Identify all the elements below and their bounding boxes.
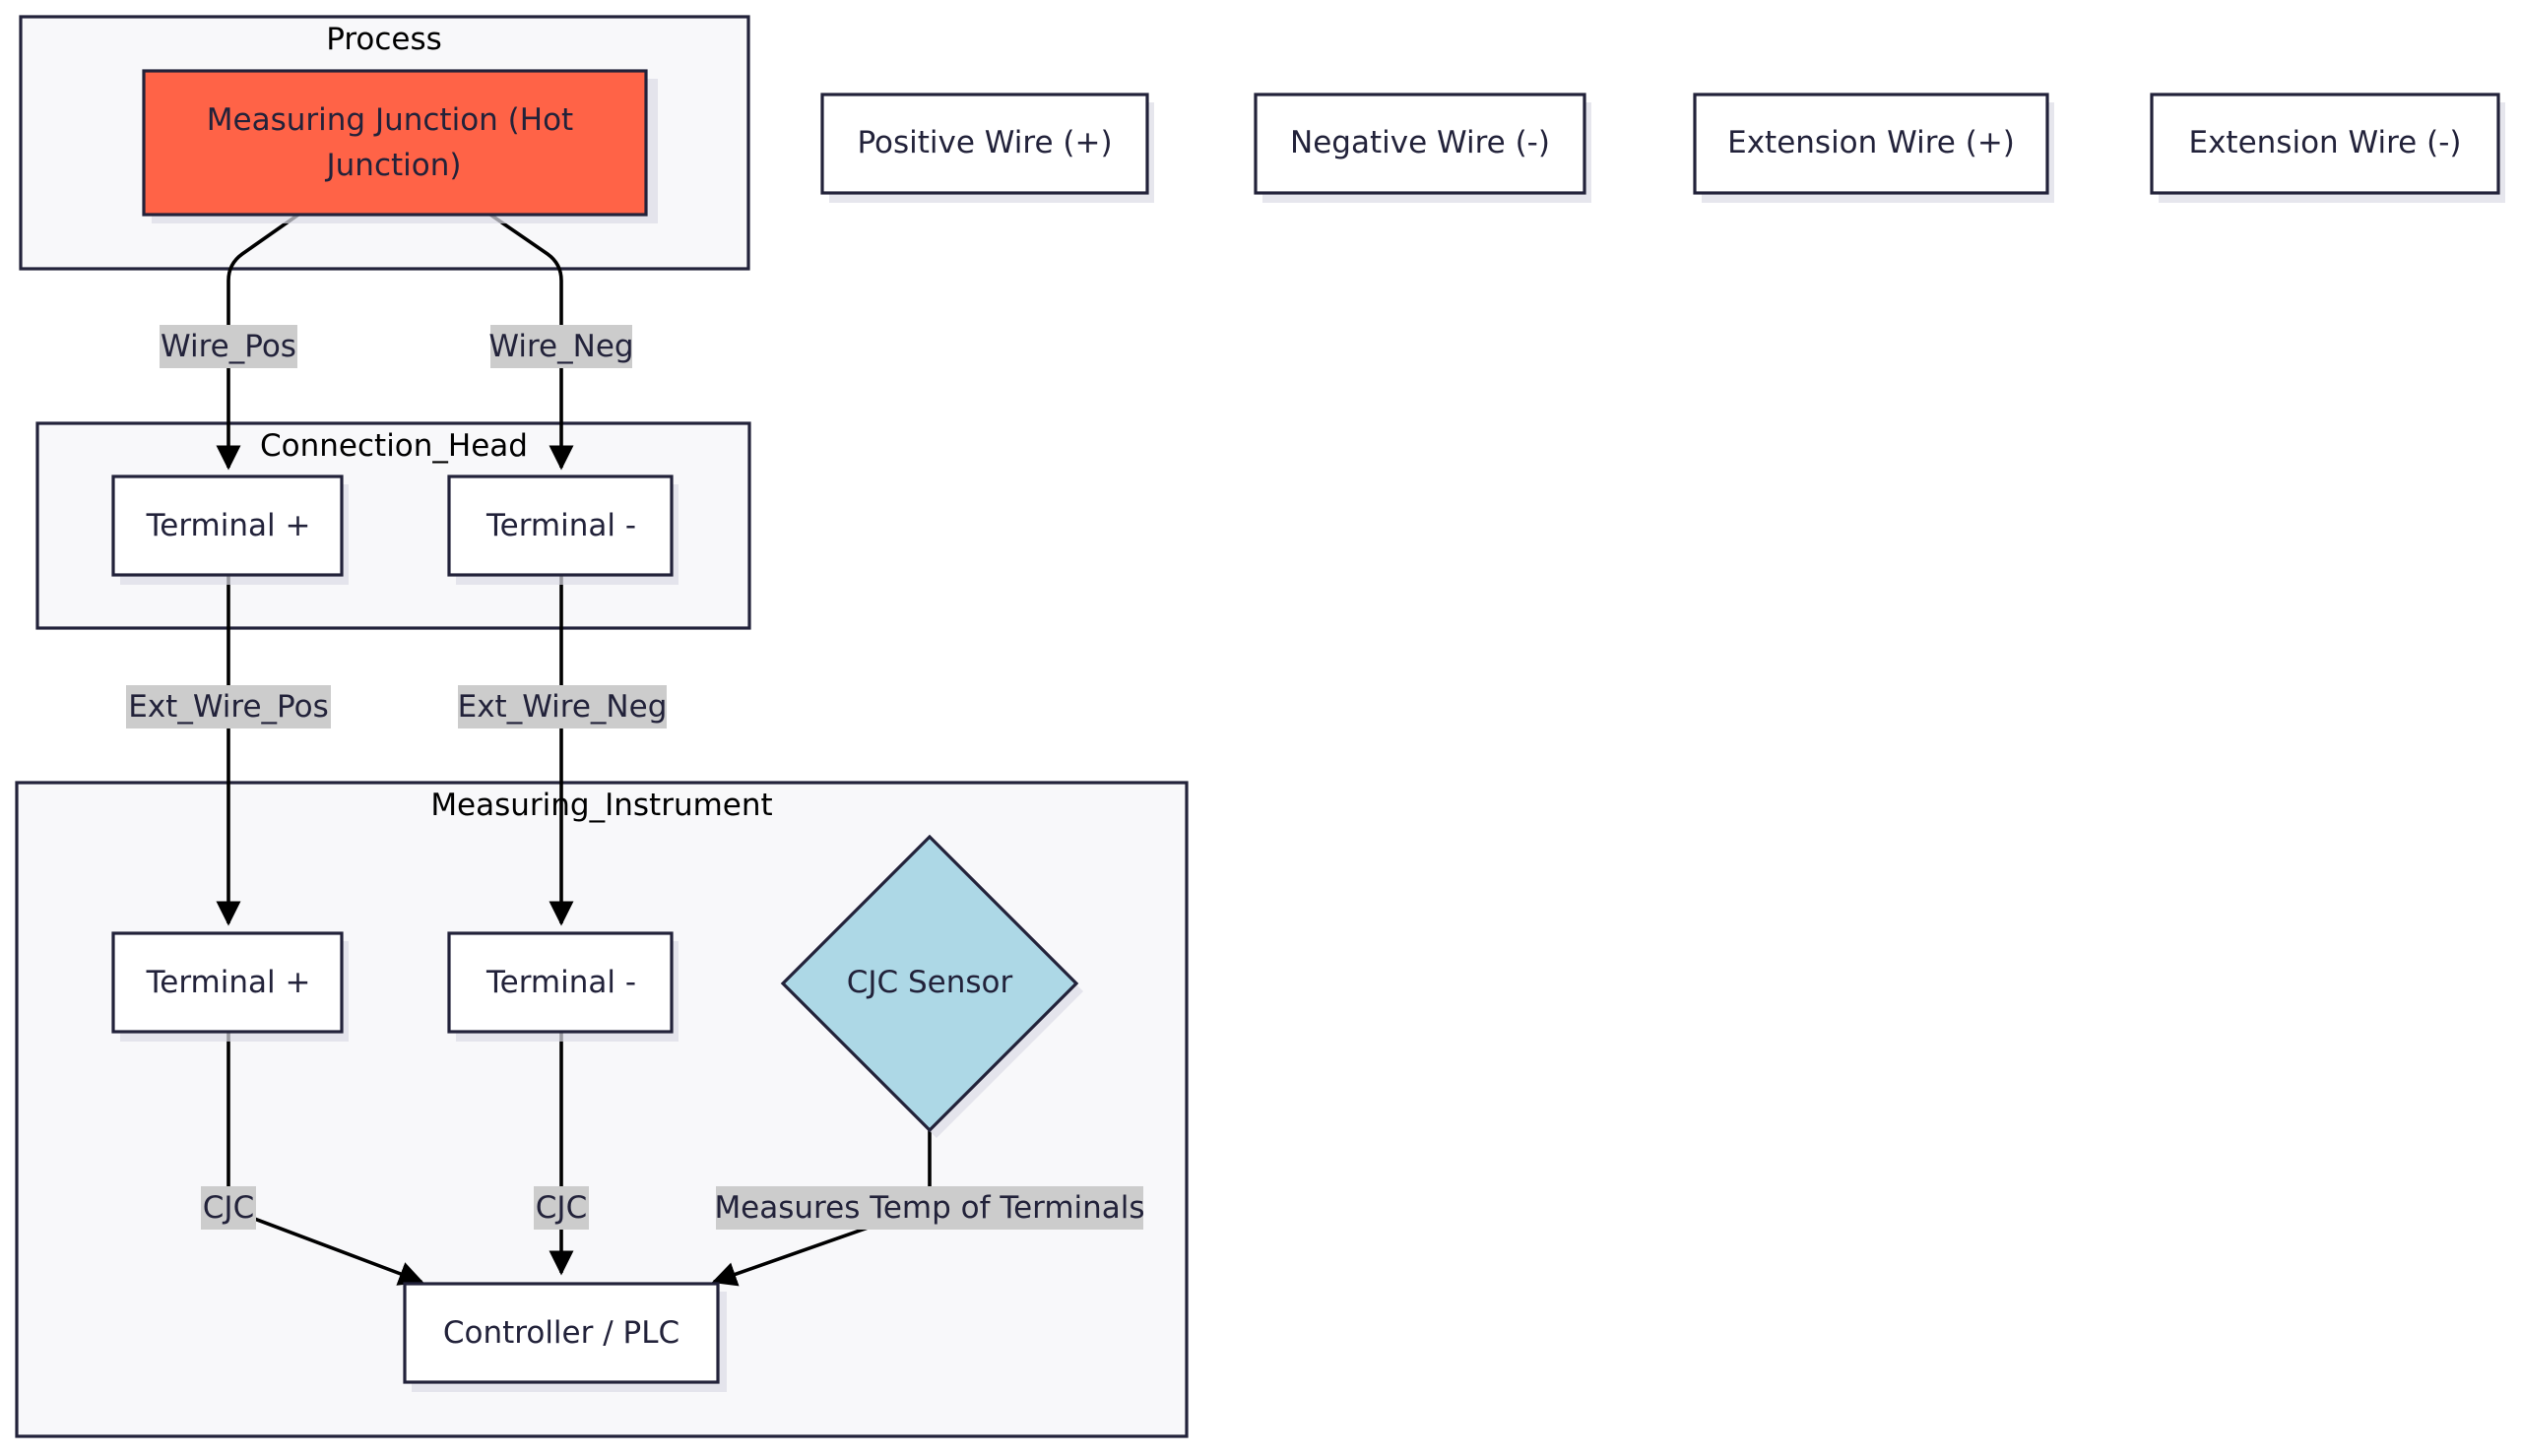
edge-wire-pos [216,213,300,471]
svg-text:Terminal -: Terminal - [485,508,636,543]
edge-label-ext-wire-pos: Ext_Wire_Pos [126,685,331,728]
svg-text:Extension Wire (+): Extension Wire (+) [1727,125,2015,160]
svg-text:Terminal +: Terminal + [146,965,311,1000]
cluster-title-process: Process [326,22,442,57]
node-extension-wire-neg[interactable]: Extension Wire (-) [2150,93,2505,203]
node-extension-wire-pos[interactable]: Extension Wire (+) [1693,93,2054,203]
svg-text:Ext_Wire_Pos: Ext_Wire_Pos [128,689,329,725]
svg-text:CJC: CJC [203,1190,254,1226]
hot-junction-label-line2: Junction) [325,148,462,183]
hot-junction-box [142,69,648,217]
svg-text:Ext_Wire_Neg: Ext_Wire_Neg [458,689,668,725]
node-negative-wire[interactable]: Negative Wire (-) [1254,93,1591,203]
svg-text:Wire_Neg: Wire_Neg [488,329,633,364]
node-head-terminal-neg[interactable]: Terminal - [447,475,679,585]
svg-text:Extension Wire (-): Extension Wire (-) [2189,125,2462,160]
edge-wire-neg [488,213,574,471]
edge-label-wire-neg: Wire_Neg [488,325,634,368]
svg-text:CJC Sensor: CJC Sensor [847,965,1013,1000]
node-head-terminal-pos[interactable]: Terminal + [111,475,349,585]
node-positive-wire[interactable]: Positive Wire (+) [820,93,1154,203]
svg-text:Measures Temp of Terminals: Measures Temp of Terminals [714,1190,1144,1226]
edge-label-ext-wire-neg: Ext_Wire_Neg [458,685,668,728]
svg-text:Positive Wire (+): Positive Wire (+) [857,125,1112,160]
node-controller-plc[interactable]: Controller / PLC [403,1282,727,1392]
svg-text:Terminal +: Terminal + [146,508,311,543]
svg-text:Terminal -: Terminal - [485,965,636,1000]
node-instr-terminal-pos[interactable]: Terminal + [111,931,349,1042]
node-instr-terminal-neg[interactable]: Terminal - [447,931,679,1042]
cluster-title-measuring-instrument: Measuring_Instrument [430,788,772,823]
edge-label-measures-temp: Measures Temp of Terminals [714,1186,1145,1230]
svg-text:CJC: CJC [536,1190,587,1226]
hot-junction-label-line1: Measuring Junction (Hot [207,102,573,138]
svg-text:Negative Wire (-): Negative Wire (-) [1290,125,1550,160]
svg-text:Wire_Pos: Wire_Pos [161,329,296,364]
node-measuring-junction[interactable]: Measuring Junction (Hot Junction) [142,69,658,223]
cluster-title-connection-head: Connection_Head [260,428,528,464]
node-cjc-sensor[interactable]: CJC Sensor [780,834,1083,1138]
edge-label-wire-pos: Wire_Pos [160,325,297,368]
svg-text:Controller / PLC: Controller / PLC [443,1315,679,1351]
edge-label-cjc-pos: CJC [201,1186,256,1230]
edge-label-cjc-neg: CJC [534,1186,589,1230]
